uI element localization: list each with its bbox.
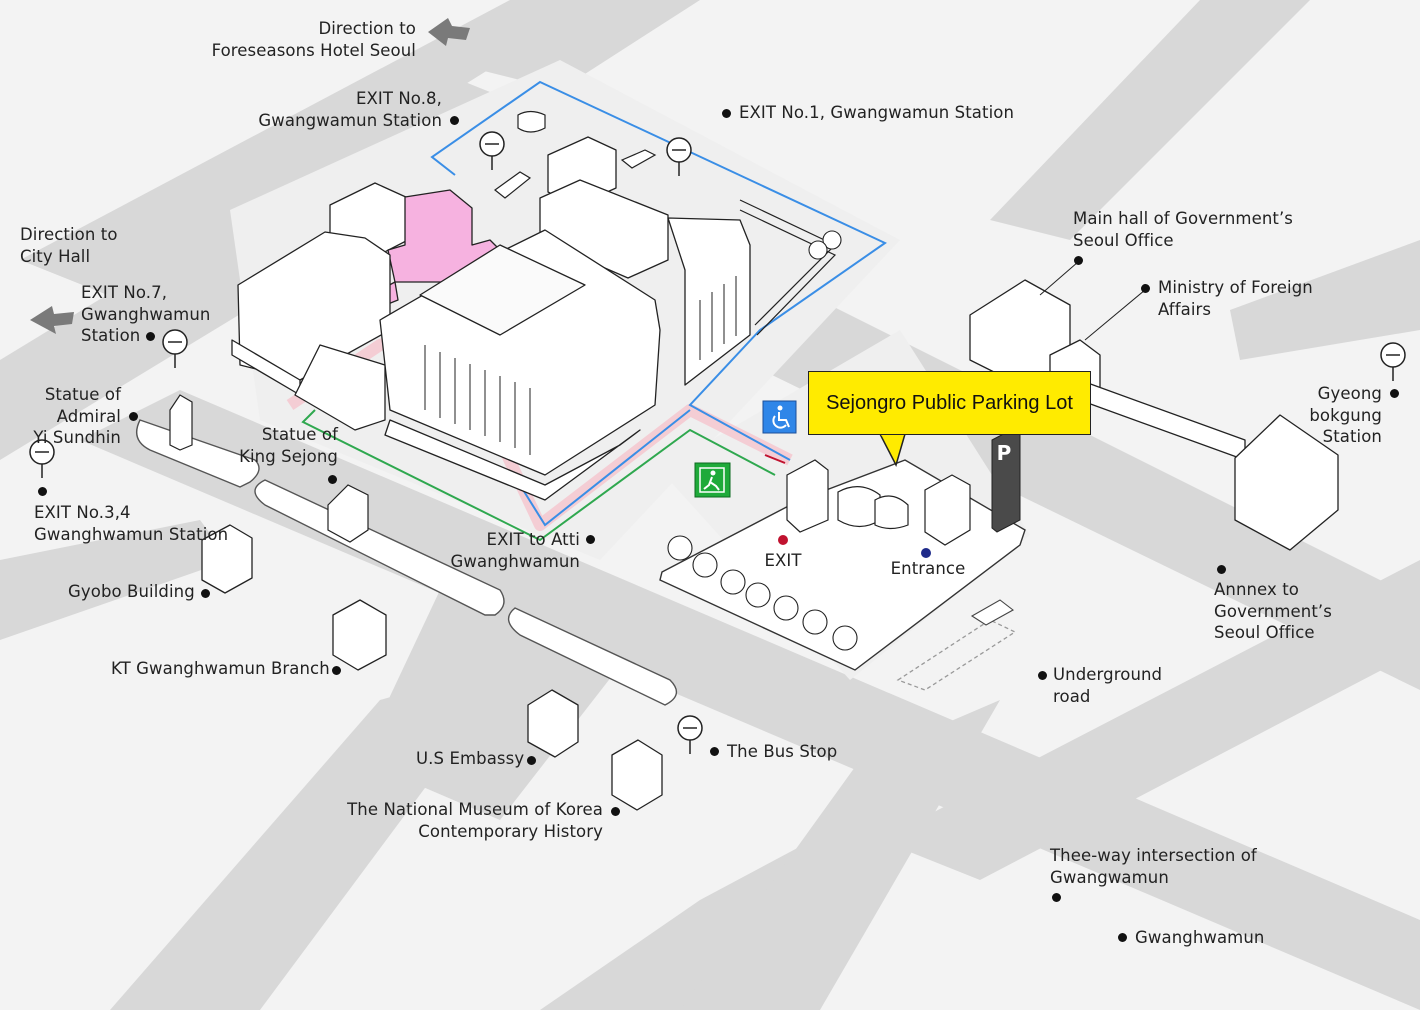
admiral-statue (169, 394, 193, 451)
exit-marker (778, 535, 788, 545)
direction-arrow-hotel-icon (428, 18, 470, 46)
parking-lot-callout[interactable]: Sejongro Public Parking Lot (808, 371, 1091, 435)
label-exit: EXIT (764, 551, 802, 570)
blue-route (430, 80, 887, 461)
annex-dot (1217, 565, 1226, 574)
bus-stop-sign-icon (677, 715, 703, 754)
gyobo-building (201, 524, 253, 594)
gyobo-dot (201, 589, 210, 598)
svg-text:P: P (997, 441, 1012, 465)
bus-stop-sign-icon (666, 137, 692, 176)
three-way-dot (1052, 893, 1061, 902)
gyeongbokgung-dot (1390, 389, 1399, 398)
green-route (301, 409, 776, 542)
kt-dot (332, 666, 341, 675)
label-us-embassy: U.S Embassy (416, 749, 525, 768)
bus-stop-sign-icon (479, 131, 505, 170)
median-island-2 (254, 479, 505, 616)
label-kt: KT Gwanghwamun Branch (111, 659, 330, 678)
annex-building (1234, 414, 1339, 551)
underground-dot (1038, 671, 1047, 680)
exit-atti-dot (586, 535, 595, 544)
bus-stop-sign-icon (162, 329, 188, 368)
mofa-dot (1141, 284, 1150, 293)
exit34-dot (38, 487, 47, 496)
label-exit1: EXIT No.1, Gwangwamun Station (739, 103, 1015, 122)
us-embassy-building (527, 689, 579, 758)
admiral-dot (129, 412, 138, 421)
exit7-dot (146, 332, 155, 341)
label-bus-stop: The Bus Stop (727, 742, 838, 761)
blue-route-2 (519, 409, 691, 527)
museum-building (611, 739, 663, 811)
label-gwanghwamun: Gwanghwamun (1135, 928, 1265, 947)
label-exit8: EXIT No.8,Gwangwamun Station (258, 89, 442, 130)
emergency-exit-icon (694, 462, 731, 498)
median-island-3 (507, 607, 678, 706)
king-sejong-statue (327, 484, 369, 543)
bus-stop-sign-icon (1380, 342, 1406, 381)
entrance-marker (921, 548, 931, 558)
median-island-1 (136, 419, 260, 488)
parking-sign-icon: P (991, 427, 1021, 533)
direction-arrow-cityhall-icon (30, 306, 74, 334)
wheelchair-accessible-icon (762, 400, 797, 434)
gwanghwamun-dot (1118, 933, 1127, 942)
exit8-dot (450, 116, 459, 125)
kt-building (332, 599, 387, 671)
museum-dot (611, 807, 620, 816)
bus-stop-dot (710, 747, 719, 756)
label-entrance: Entrance (890, 559, 966, 578)
us-embassy-dot (527, 756, 536, 765)
label-gyobo: Gyobo Building (68, 582, 195, 601)
main-hall-dot (1074, 256, 1083, 265)
exit1-dot (722, 109, 731, 118)
bus-stop-sign-icon (29, 439, 55, 478)
king-sejong-dot (328, 475, 337, 484)
